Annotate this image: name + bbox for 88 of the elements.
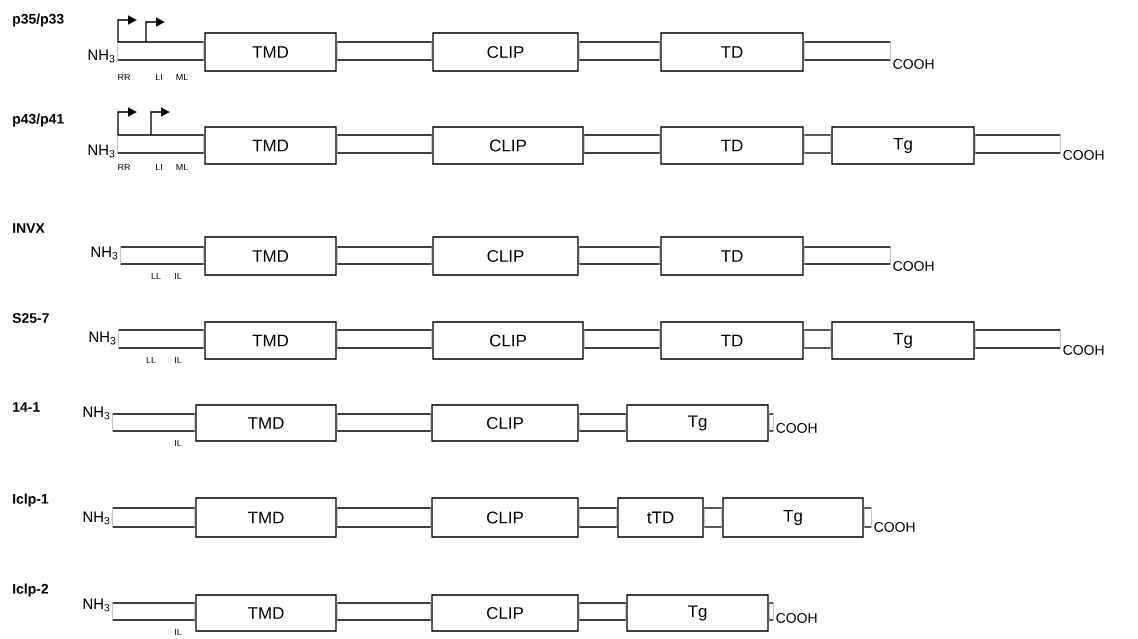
domain-box: TMD [204,236,337,276]
terminus-label: COOH [893,261,934,271]
domain-box: CLIP [431,404,579,442]
linker-line [864,507,872,528]
site-label: IL [175,439,182,447]
linker-line [337,602,431,621]
site-label: LI [156,163,162,171]
linker-line [579,602,626,621]
terminus-label: NH$_{3}$ [91,246,118,260]
domain-box: TD [660,321,804,360]
terminus-label: NH$_{3}$ [83,598,110,612]
site-label: RR [118,73,131,81]
linker-line [804,246,891,265]
domain-box: CLIP [431,594,579,632]
linker-line [118,329,204,349]
row-title: S25-7 [12,313,49,323]
domain-box: Tg [831,321,975,360]
linker-line [112,413,195,432]
terminus-label: COOH [776,613,817,623]
row-title: INVX [13,223,45,233]
site-label: IL [175,272,182,280]
linker-line [112,507,195,528]
domain-box: tTD [617,497,704,538]
site-label: ML [176,163,188,171]
linker-line [117,41,204,61]
terminus-label: COOH [893,59,934,69]
terminus-label: COOH [1063,150,1104,160]
linker-line [120,246,204,265]
linker-line [704,507,722,528]
site-label: LI [156,73,162,81]
domain-box: TD [660,236,804,276]
terminus-label: COOH [776,423,817,433]
linker-line [337,246,432,265]
site-label: LL [151,272,161,280]
linker-line [804,134,831,154]
domain-box: TD [660,126,804,165]
domain-box: CLIP [431,497,579,538]
linker-line [769,413,774,432]
domain-box: TD [660,32,804,72]
linker-line [579,507,617,528]
terminus-label: NH$_{3}$ [88,49,115,63]
domain-box: Tg [831,126,975,165]
terminus-label: NH$_{3}$ [83,511,110,525]
linker-line [769,602,774,621]
linker-line [337,329,432,349]
linker-line [337,41,432,61]
linker-line [112,602,195,621]
domain-box: CLIP [432,321,584,360]
site-label: LL [146,356,156,364]
linker-line [117,134,204,154]
linker-line [804,329,831,349]
domain-box: TMD [195,404,337,442]
domain-box: TMD [195,594,337,632]
domain-box: TMD [195,497,337,538]
linker-line [975,329,1061,349]
domain-box: TMD [204,321,337,360]
site-label: IL [175,356,182,364]
terminus-label: COOH [1063,345,1104,355]
linker-line [337,134,432,154]
terminus-label: NH$_{3}$ [89,331,116,345]
linker-line [579,41,660,61]
linker-line [804,41,891,61]
domain-box: CLIP [432,126,584,165]
row-title: p35/p33 [13,13,64,27]
domain-box: Tg [722,497,864,538]
terminus-label: COOH [874,522,915,532]
linker-line [584,134,660,154]
domain-box: TMD [204,32,337,72]
terminus-label: NH$_{3}$ [88,144,115,158]
row-title: Iclp-1 [13,493,49,507]
site-label: ML [176,73,188,81]
domain-box: Tg [626,594,769,632]
terminus-label: NH$_{3}$ [83,406,110,420]
linker-line [584,329,660,349]
linker-line [579,246,660,265]
linker-line [579,413,626,432]
domain-box: TMD [204,126,337,165]
row-title: p43/p41 [13,113,64,127]
site-label: IL [175,628,182,636]
linker-line [975,134,1061,154]
linker-line [337,507,431,528]
linker-line [337,413,431,432]
domain-box: Tg [626,404,769,442]
row-title: 14-1 [13,402,40,412]
domain-box: CLIP [432,32,579,72]
site-label: RR [118,163,131,171]
domain-box: CLIP [432,236,579,276]
row-title: Iclp-2 [13,583,49,597]
